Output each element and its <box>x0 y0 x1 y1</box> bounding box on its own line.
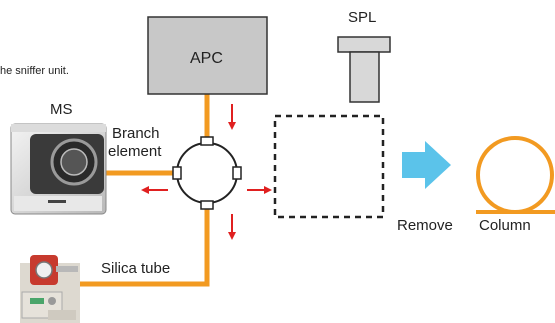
remove-arrow <box>402 141 451 189</box>
branch-label-line1: Branch <box>112 125 160 142</box>
silica-tube-label: Silica tube <box>101 260 171 277</box>
column-coil-icon <box>476 136 555 214</box>
apc-box <box>147 16 268 95</box>
column-label: Column <box>479 217 531 234</box>
remove-label: Remove <box>397 217 453 234</box>
caption-text: he sniffer unit. <box>0 65 69 77</box>
removed-area-dashed-box <box>273 114 385 219</box>
tube-branch-to-silica <box>78 207 210 287</box>
apc-label: APC <box>190 50 223 67</box>
branch-label-line2: element <box>108 143 162 160</box>
ms-label: MS <box>50 101 73 118</box>
sniffer-unit-icon <box>20 255 80 323</box>
spl-injector <box>337 36 391 103</box>
tubing <box>78 94 210 287</box>
spl-label: SPL <box>348 9 377 26</box>
branch-element-icon <box>172 136 242 210</box>
flow-arrows <box>141 104 272 240</box>
mass-spectrometer-icon <box>10 123 107 215</box>
